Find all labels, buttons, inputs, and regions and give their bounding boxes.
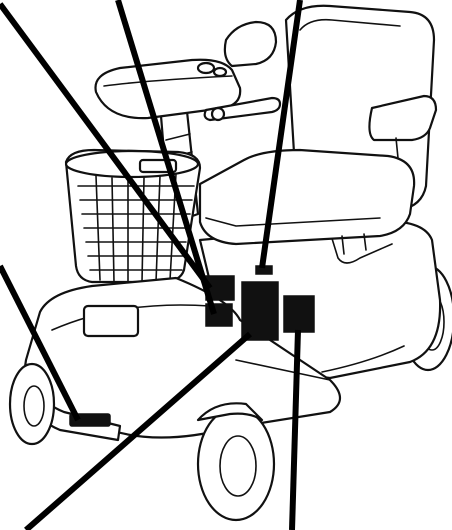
tiller-headpiece bbox=[225, 22, 276, 66]
front-wheel-left bbox=[10, 364, 54, 444]
decal-center bbox=[242, 282, 278, 340]
handlebar-console bbox=[96, 60, 281, 120]
decal-right bbox=[284, 296, 314, 332]
front-basket bbox=[66, 150, 200, 282]
